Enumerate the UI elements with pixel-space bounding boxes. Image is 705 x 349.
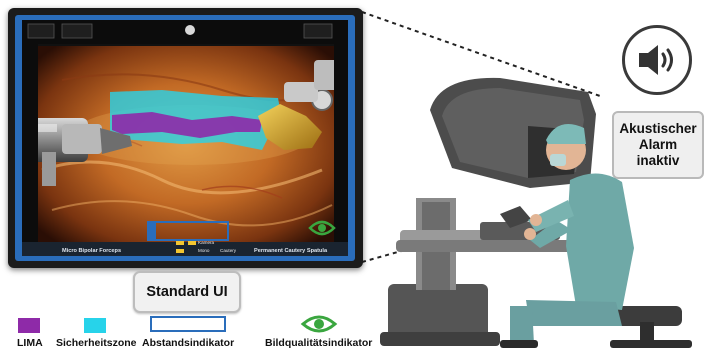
indicator-label-1: Kamera xyxy=(198,240,214,245)
indicator-label-3: Cautery xyxy=(220,248,236,253)
indicator-label-2: Mono xyxy=(198,248,210,253)
safety-zone-legend-swatch xyxy=(84,318,106,333)
legend-label-safety-zone: Sicherheitszone xyxy=(56,337,137,349)
eye-icon xyxy=(300,314,338,334)
distance-indicator-legend-swatch xyxy=(150,316,226,332)
surgeon-console-illustration xyxy=(360,70,705,349)
right-tool-label: Permanent Cautery Spatula xyxy=(254,248,327,254)
legend-label-image-quality: Bildqualitätsindikator xyxy=(265,337,372,349)
legend-label-distance-indicator: Abstandsindikator xyxy=(142,337,234,349)
surgical-scene xyxy=(22,20,348,256)
lima-legend-swatch xyxy=(18,318,40,333)
standard-ui-label: Standard UI xyxy=(133,271,241,313)
legend-label-lima: LIMA xyxy=(17,337,43,349)
left-tool-label: Micro Bipolar Forceps xyxy=(62,248,121,254)
endoscope-video: Micro Bipolar Forceps Permanent Cautery … xyxy=(22,20,348,256)
